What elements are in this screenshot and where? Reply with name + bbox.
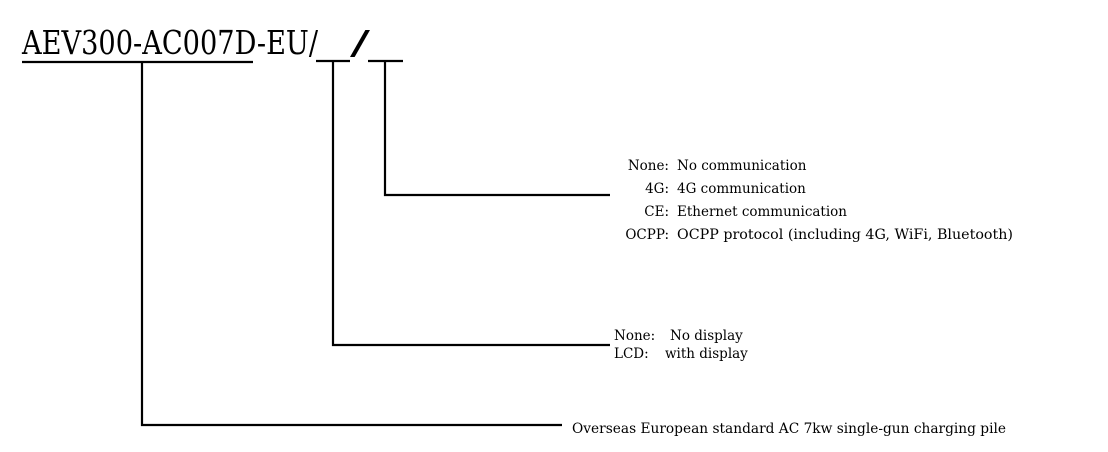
- option-desc: OCPP protocol (including 4G, WiFi, Bluet…: [677, 227, 1013, 243]
- option-desc: with display: [665, 346, 748, 362]
- option-code: OCPP:: [625, 227, 669, 243]
- communication-leader-line: [383, 61, 610, 197]
- option-desc: No communication: [677, 158, 807, 174]
- model-code-base: AEV300-AC007D-EU/: [21, 23, 319, 62]
- base-description: Overseas European standard AC 7kw single…: [572, 421, 1006, 437]
- display-leader-line: [331, 61, 610, 347]
- option-code: None:: [628, 158, 669, 174]
- option-desc: No display: [670, 328, 743, 344]
- option-code: None:: [614, 328, 655, 344]
- base-leader-line: [140, 62, 562, 427]
- option-code: LCD:: [614, 346, 649, 362]
- option-code: CE:: [644, 204, 669, 220]
- communication-options: None: No communication 4G: 4G communicat…: [625, 158, 1013, 243]
- display-options: None: No display LCD: with display: [614, 328, 748, 362]
- model-code-separator: /: [350, 23, 372, 62]
- option-desc: Ethernet communication: [677, 204, 847, 220]
- option-code: 4G:: [645, 181, 669, 197]
- option-desc: 4G communication: [677, 181, 806, 197]
